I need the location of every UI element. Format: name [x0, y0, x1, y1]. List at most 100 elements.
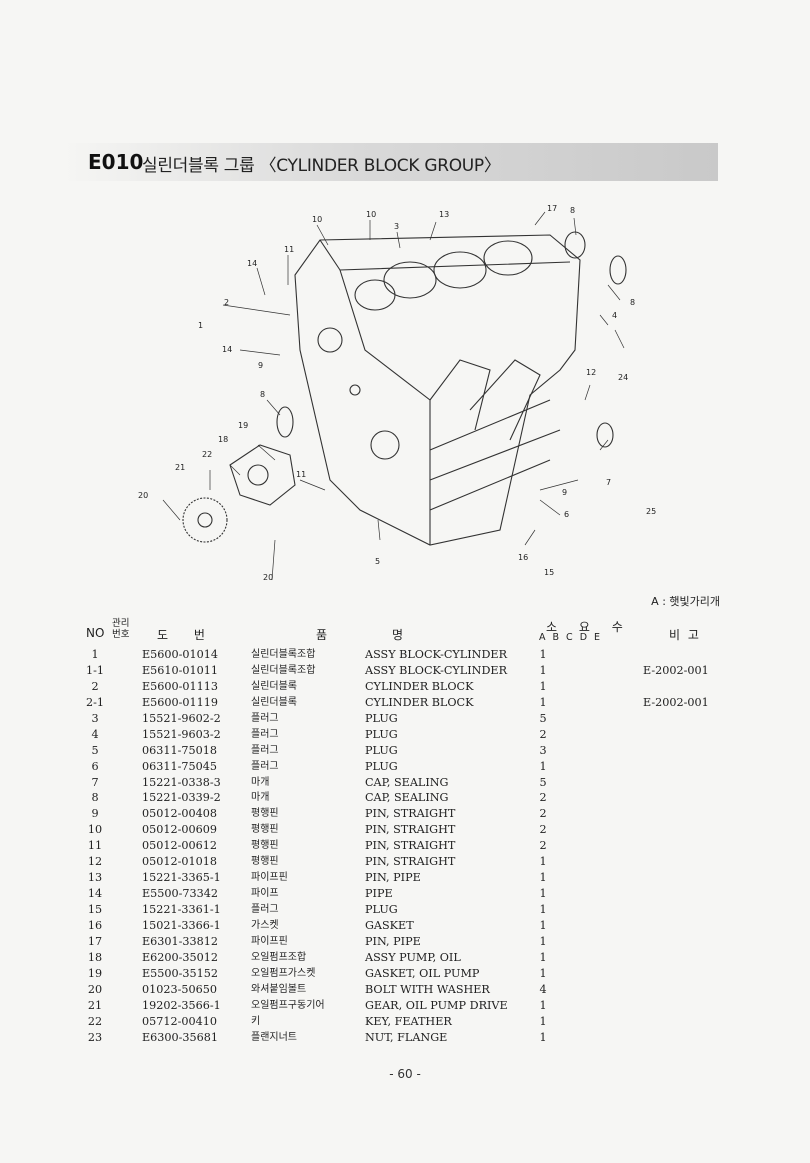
row-name-kor: 파이프핀: [251, 872, 288, 884]
row-no: 11: [87, 839, 103, 853]
row-name-kor: 실린더블록조합: [251, 664, 316, 676]
header-part-no: 도 번: [157, 628, 205, 642]
row-no: 7: [91, 775, 99, 789]
row-no: 23: [87, 1030, 103, 1044]
row-part-no: 06311-75045: [142, 759, 217, 773]
row-no: 17: [87, 934, 103, 948]
row-name-kor: 플랜지너트: [251, 1031, 297, 1043]
callout: 9: [562, 488, 567, 497]
block-front-edge: [339, 269, 431, 545]
row-remark: E-2002-001: [643, 695, 709, 709]
row-no: 21: [87, 998, 103, 1012]
row-qty: 1: [539, 950, 547, 964]
row-qty: 1: [539, 648, 547, 661]
header-quantity-columns: A B C D E: [539, 632, 601, 643]
row-name-kor: 실린더블록: [251, 696, 297, 708]
row-no: 20: [87, 982, 103, 996]
row-name-eng: PIN, STRAIGHT: [365, 839, 456, 853]
row-qty: 1: [539, 966, 547, 980]
row-part-no: 15021-3366-1: [142, 918, 221, 932]
row-part-no: 05012-01018: [142, 855, 217, 869]
callout: 11: [296, 470, 306, 479]
callout: 5: [375, 557, 380, 566]
sealing-cap-side: [609, 255, 627, 285]
callout: 14: [222, 345, 232, 354]
row-name-eng: PLUG: [365, 727, 398, 741]
row-name-kor: 평행핀: [251, 840, 279, 852]
sealing-cap-left: [276, 406, 294, 438]
row-qty: 2: [539, 727, 547, 741]
callout: 20: [263, 573, 273, 582]
row-name-eng: GASKET, OIL PUMP: [365, 966, 480, 980]
row-name-kor: 오일펌프조합: [251, 951, 307, 963]
row-name-kor: 실린더블록: [251, 680, 297, 692]
row-no: 10: [87, 823, 103, 837]
header-name-kor: 품: [316, 628, 328, 642]
row-name-eng: KEY, FEATHER: [365, 1014, 452, 1028]
row-name-kor: 실린더블록조합: [251, 649, 316, 660]
row-qty: 1: [539, 903, 547, 916]
diagram-callouts: 10 10 3 13 17 8 11 14 2 1 14 9 8 19 18 2…: [138, 204, 656, 582]
row-name-eng: GASKET: [365, 918, 414, 932]
row-name-kor: 오일펌프가스켓: [251, 967, 316, 979]
row-part-no: 19202-3566-1: [142, 998, 221, 1012]
row-part-no: E5600-01119: [142, 695, 219, 709]
row-name-kor: 와셔붙임볼트: [251, 983, 307, 995]
row-qty: 1: [539, 663, 547, 677]
callout: 4: [612, 311, 617, 320]
row-name-eng: PLUG: [365, 903, 398, 916]
row-no: 18: [87, 950, 103, 964]
callout: 14: [247, 259, 257, 268]
row-qty: 1: [539, 998, 547, 1012]
row-name-kor: 플러그: [251, 712, 279, 724]
row-name-kor: 평행핀: [251, 824, 279, 836]
row-no: 1-1: [85, 663, 105, 677]
row-qty: 1: [539, 1014, 547, 1028]
row-name-eng: PLUG: [365, 759, 398, 773]
row-part-no: 15521-9602-2: [142, 711, 221, 725]
row-name-eng: PIN, STRAIGHT: [365, 823, 456, 837]
drive-gear: [182, 497, 228, 543]
row-name-kor: 오일펌프구동기어: [251, 999, 325, 1011]
row-part-no: E6301-33812: [142, 934, 219, 948]
row-part-no: E6200-35012: [142, 950, 219, 964]
row-name-kor: 키: [251, 1015, 261, 1027]
row-name-eng: ASSY PUMP, OIL: [365, 950, 461, 964]
row-no: 1: [91, 648, 99, 661]
row-part-no: E5600-01014: [142, 648, 219, 661]
title-bar: [62, 143, 718, 181]
row-name-eng: CYLINDER BLOCK: [365, 679, 474, 693]
row-name-kor: 평행핀: [251, 856, 279, 868]
row-qty: 1: [539, 887, 547, 901]
callout: 25: [646, 507, 656, 516]
callout: 6: [564, 510, 569, 519]
row-qty: 1: [539, 855, 547, 869]
row-name-eng: CAP, SEALING: [365, 791, 449, 805]
callout: 13: [439, 210, 449, 219]
header-quantity: 소 요 수: [546, 620, 623, 634]
front-hole-2: [370, 430, 400, 460]
row-part-no: 15221-3361-1: [142, 903, 221, 916]
callout: 9: [258, 361, 263, 370]
row-remark: E-2002-001: [643, 663, 709, 677]
callout: 8: [630, 298, 635, 307]
row-part-no: 01023-50650: [142, 982, 217, 996]
callout: 10: [366, 210, 376, 219]
row-no: 16: [87, 918, 103, 932]
callout: 8: [260, 390, 265, 399]
row-name-kor: 가스켓: [251, 919, 279, 931]
sealing-cap-top: [564, 231, 586, 259]
row-qty: 1: [539, 695, 547, 709]
row-name-eng: PIN, STRAIGHT: [365, 807, 456, 821]
